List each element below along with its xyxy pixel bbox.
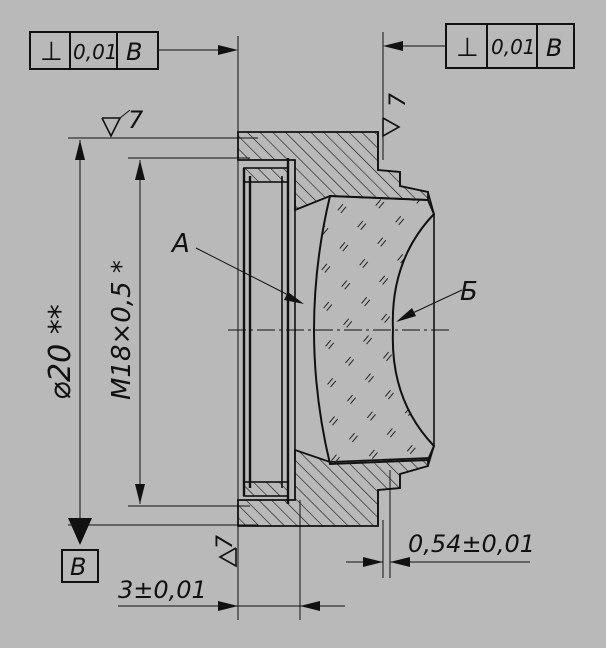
tolerance-value: 0,01 [73,40,118,64]
tolerance-value: 0,01 [491,35,536,59]
tolerance-frame-right: ⊥ 0,01 В [445,23,575,69]
svg-text:7: 7 [128,106,144,134]
leader-b: Б [396,277,478,322]
part-section [237,131,436,527]
roughness-mark-top-right: 7 [382,93,411,138]
thread-label: M18×0,5 * [107,260,137,400]
svg-text:7: 7 [386,93,411,107]
datum-box: В [61,549,99,583]
datum-letter: В [546,34,562,62]
svg-text:3±0,01: 3±0,01 [118,576,207,604]
dimension-outer-diameter: ⌀20 ** [43,140,92,545]
roughness-mark-bottom: 7 [213,535,238,568]
svg-text:В: В [70,553,86,581]
dimension-thread: M18×0,5 * [107,160,145,504]
roughness-mark-top-left: 7 [101,106,144,138]
dimension-gap: 0,54±0,01 [346,530,535,567]
tolerance-frame-left: ⊥ 0,01 В [29,31,159,70]
datum-letter: В [126,38,142,66]
leader-a: А [170,229,304,304]
dimension-thickness: 3±0,01 [118,500,345,620]
svg-text:0,54±0,01: 0,54±0,01 [408,530,535,558]
perpendicularity-symbol: ⊥ [40,37,63,67]
svg-text:А: А [170,229,190,259]
perpendicularity-symbol: ⊥ [456,33,479,63]
outer-diameter-label: ⌀20 ** [43,304,78,400]
svg-text:7: 7 [213,535,238,549]
svg-text:Б: Б [460,277,478,307]
